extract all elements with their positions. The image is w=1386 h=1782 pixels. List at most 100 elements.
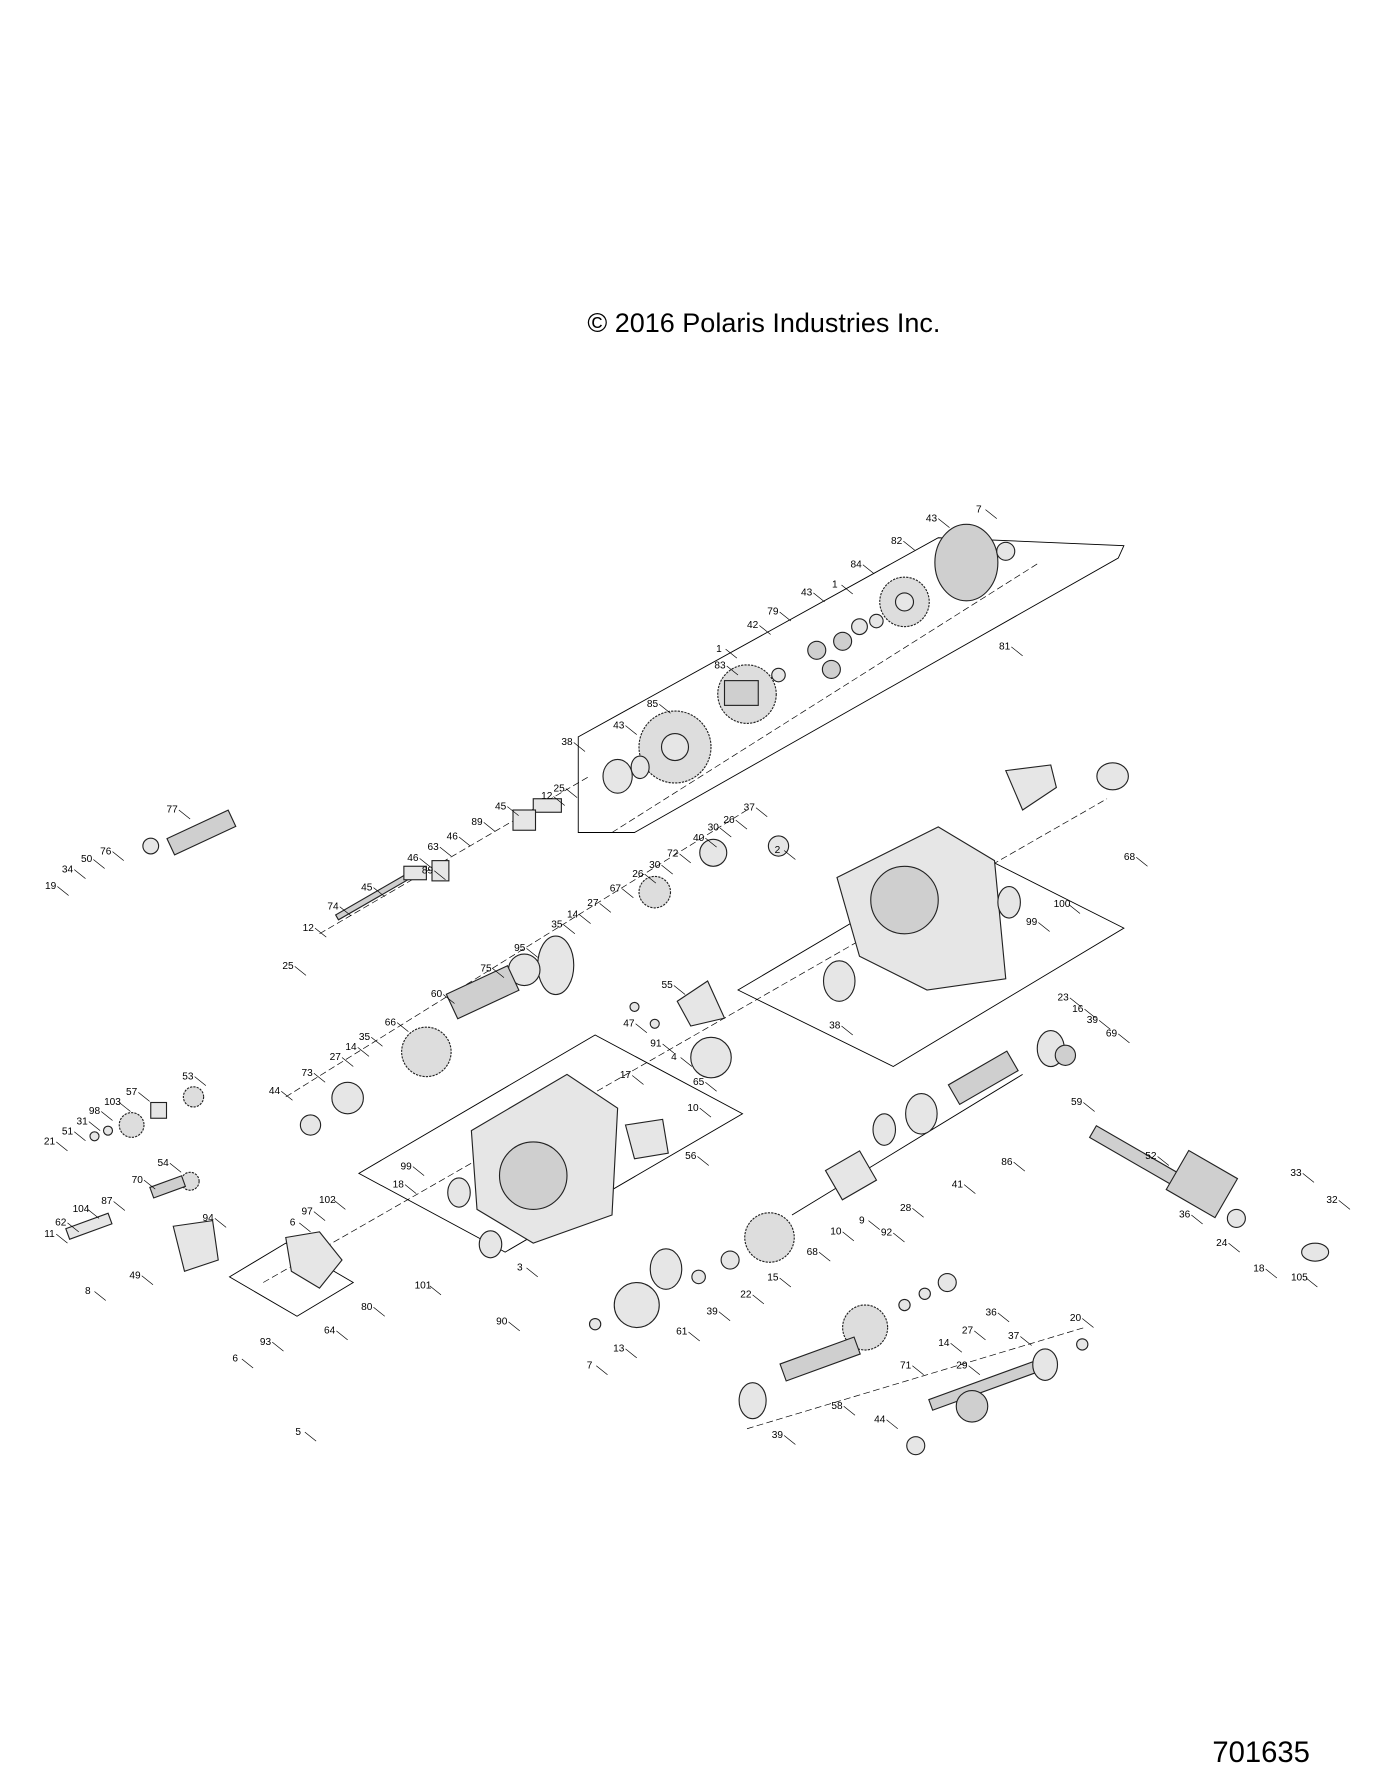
callout-52: 52: [1145, 1151, 1157, 1162]
callout-leader: [141, 1275, 154, 1286]
callout-2: 2: [775, 845, 781, 856]
callout-45: 45: [361, 882, 373, 893]
callout-54: 54: [158, 1158, 170, 1169]
callout-39: 39: [707, 1306, 719, 1317]
callout-leader: [938, 518, 950, 528]
callout-38: 38: [829, 1021, 841, 1032]
callout-leader: [783, 1435, 796, 1445]
callout-leader: [1157, 1156, 1170, 1166]
callout-105: 105: [1291, 1273, 1308, 1284]
callout-leader: [341, 1057, 354, 1067]
callout-76: 76: [100, 846, 112, 857]
callout-43: 43: [613, 720, 625, 731]
callout-leader: [893, 1232, 905, 1243]
callout-30: 30: [708, 823, 720, 834]
callout-37: 37: [744, 802, 756, 813]
callout-43: 43: [801, 588, 813, 599]
callout-leader: [862, 564, 875, 575]
callout-leader: [699, 1107, 712, 1118]
callout-leader: [1011, 646, 1023, 657]
callout-21: 21: [44, 1137, 56, 1148]
callout-35: 35: [359, 1032, 371, 1043]
callout-leader: [94, 1291, 106, 1301]
callout-leader: [779, 611, 792, 622]
callout-77: 77: [167, 805, 179, 816]
callout-4: 4: [671, 1052, 677, 1063]
callout-41: 41: [952, 1179, 964, 1190]
callout-leader: [563, 924, 576, 935]
callout-leader: [56, 1233, 68, 1244]
callout-leader: [735, 819, 748, 830]
callout-18: 18: [393, 1179, 405, 1190]
callout-65: 65: [693, 1077, 705, 1088]
callout-leader: [950, 1342, 963, 1353]
callout-leader: [419, 858, 432, 868]
callout-leader: [705, 1081, 717, 1092]
callout-60: 60: [431, 989, 443, 1000]
callout-leader: [868, 1220, 880, 1230]
callout-leader: [294, 966, 307, 976]
callout-leader: [112, 851, 124, 861]
callout-leader: [553, 796, 565, 806]
callout-leader: [974, 1330, 986, 1341]
callout-leader: [625, 725, 637, 735]
callout-leader: [1191, 1214, 1203, 1225]
callout-81: 81: [999, 642, 1011, 653]
callout-leader: [697, 1156, 709, 1166]
callout-leader: [74, 1131, 86, 1142]
callout-leader: [458, 836, 471, 847]
callout-leader: [74, 869, 86, 879]
callout-leader: [507, 806, 519, 816]
callout-leader: [412, 1166, 425, 1176]
callout-leader: [625, 1348, 637, 1359]
assembly-box-90: [357, 1034, 744, 1253]
callout-14: 14: [938, 1338, 950, 1349]
callout-leader: [661, 864, 673, 875]
callout-82: 82: [891, 536, 903, 547]
callout-30: 30: [649, 860, 661, 871]
callout-leader: [1020, 1336, 1032, 1346]
callout-38: 38: [561, 737, 573, 748]
callout-39: 39: [772, 1430, 784, 1441]
callout-3: 3: [517, 1263, 523, 1274]
callout-17: 17: [620, 1070, 632, 1081]
callout-26: 26: [632, 869, 644, 880]
callout-10: 10: [687, 1103, 699, 1114]
copyright-text: © 2016 Polaris Industries Inc.: [587, 308, 940, 338]
callout-10: 10: [830, 1227, 842, 1238]
callout-leader: [635, 1023, 648, 1034]
callout-leader: [1068, 904, 1081, 914]
callout-32: 32: [1326, 1195, 1338, 1206]
assembly-line-86: [791, 1073, 1023, 1216]
callout-leader: [101, 1111, 113, 1121]
callout-leader: [1069, 997, 1082, 1008]
assembly-box-81: [577, 537, 1125, 833]
callout-leader: [313, 1211, 326, 1221]
callout-leader: [813, 592, 825, 603]
callout-leader: [396, 1022, 409, 1032]
callout-28: 28: [900, 1203, 912, 1214]
callout-leader: [56, 1141, 68, 1152]
callout-50: 50: [81, 854, 93, 865]
callout-18: 18: [1253, 1264, 1265, 1275]
callout-64: 64: [324, 1326, 336, 1337]
callout-1: 1: [716, 644, 722, 655]
callout-leader: [659, 703, 671, 714]
callout-27: 27: [962, 1326, 974, 1337]
callout-16: 16: [1072, 1004, 1084, 1015]
callout-29: 29: [956, 1360, 968, 1371]
callout-leader: [725, 648, 738, 659]
callout-101: 101: [415, 1281, 432, 1292]
callout-73: 73: [302, 1068, 314, 1079]
callout-43: 43: [926, 513, 938, 524]
callout-92: 92: [881, 1228, 893, 1239]
callout-67: 67: [610, 883, 622, 894]
callout-leader: [843, 1405, 856, 1416]
callout-leader: [313, 1072, 326, 1083]
callout-85: 85: [647, 699, 659, 710]
callout-100: 100: [1054, 899, 1071, 910]
callout-leader: [1084, 1008, 1096, 1019]
callout-leader: [842, 1231, 855, 1242]
callout-leader: [178, 809, 191, 820]
callout-56: 56: [685, 1151, 697, 1162]
